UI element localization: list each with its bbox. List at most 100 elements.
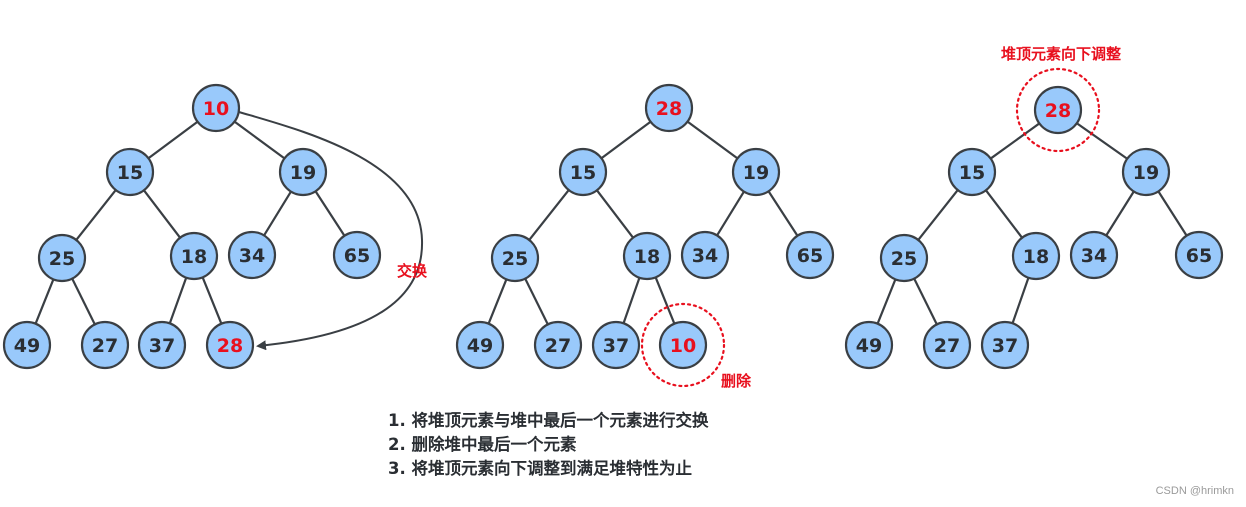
node-value: 19 bbox=[290, 162, 316, 184]
heap-node: 27 bbox=[533, 320, 583, 370]
node-circle bbox=[191, 83, 241, 133]
swap-label: 交换 bbox=[397, 262, 428, 280]
node-value: 25 bbox=[502, 248, 528, 270]
tree-edge bbox=[201, 276, 223, 325]
node-value: 18 bbox=[634, 246, 660, 268]
node-value: 65 bbox=[797, 245, 823, 267]
node-circle bbox=[455, 320, 505, 370]
node-value: 19 bbox=[1133, 162, 1159, 184]
node-value: 34 bbox=[239, 245, 265, 267]
node-value: 65 bbox=[344, 245, 370, 267]
node-circle bbox=[1033, 85, 1083, 135]
heap-node: 10 bbox=[658, 320, 708, 370]
node-circle bbox=[169, 231, 219, 281]
steps-list: 1. 将堆顶元素与堆中最后一个元素进行交换 2. 删除堆中最后一个元素 3. 将… bbox=[388, 409, 709, 481]
heap-node: 18 bbox=[622, 231, 672, 281]
heap-node: 34 bbox=[227, 230, 277, 280]
node-circle bbox=[80, 320, 130, 370]
node-circle bbox=[591, 320, 641, 370]
node-value: 10 bbox=[670, 335, 696, 357]
heap-node: 65 bbox=[785, 230, 835, 280]
heap-node: 65 bbox=[332, 230, 382, 280]
tree-edge bbox=[1105, 190, 1135, 237]
heap-node: 34 bbox=[680, 230, 730, 280]
node-circle bbox=[658, 320, 708, 370]
tree-edge bbox=[913, 278, 938, 325]
tree-edge bbox=[147, 120, 199, 160]
node-circle bbox=[332, 230, 382, 280]
heap-node: 15 bbox=[558, 147, 608, 197]
node-value: 25 bbox=[49, 248, 75, 270]
tree-edge bbox=[34, 278, 55, 325]
node-circle bbox=[980, 320, 1030, 370]
heap-node: 18 bbox=[1011, 231, 1061, 281]
step-1: 1. 将堆顶元素与堆中最后一个元素进行交换 bbox=[388, 411, 709, 430]
heap-node: 19 bbox=[1121, 147, 1171, 197]
node-circle bbox=[105, 147, 155, 197]
node-value: 10 bbox=[203, 98, 229, 120]
node-value: 28 bbox=[217, 335, 243, 357]
node-circle bbox=[922, 320, 972, 370]
tree-edge bbox=[767, 190, 799, 237]
node-value: 25 bbox=[891, 248, 917, 270]
node-value: 18 bbox=[181, 246, 207, 268]
node-value: 49 bbox=[14, 335, 40, 357]
node-circle bbox=[680, 230, 730, 280]
heap-node: 15 bbox=[947, 147, 997, 197]
adjust-down-label: 堆顶元素向下调整 bbox=[1001, 45, 1121, 63]
node-circle bbox=[731, 147, 781, 197]
tree-edge bbox=[622, 277, 641, 324]
tree-edge bbox=[263, 191, 292, 236]
node-value: 27 bbox=[934, 335, 960, 357]
tree-edge bbox=[716, 191, 745, 236]
node-value: 15 bbox=[959, 162, 985, 184]
node-circle bbox=[947, 147, 997, 197]
delete-highlight-ring bbox=[640, 302, 726, 388]
heap-node: 28 bbox=[1033, 85, 1083, 135]
node-circle bbox=[558, 147, 608, 197]
heap-node: 25 bbox=[879, 233, 929, 283]
delete-label: 删除 bbox=[721, 372, 752, 390]
node-circle bbox=[533, 320, 583, 370]
node-value: 34 bbox=[1081, 245, 1107, 267]
tree-edge bbox=[1076, 122, 1128, 160]
tree-edge bbox=[143, 189, 181, 239]
tree-edge bbox=[314, 190, 346, 237]
node-circle bbox=[1121, 147, 1171, 197]
tree-edge bbox=[528, 189, 570, 241]
node-value: 49 bbox=[467, 335, 493, 357]
tree-edge bbox=[524, 278, 549, 325]
node-circle bbox=[785, 230, 835, 280]
node-circle bbox=[1011, 231, 1061, 281]
tree-edge bbox=[233, 120, 286, 160]
adjust-highlight-ring bbox=[1015, 67, 1101, 153]
node-circle bbox=[644, 83, 694, 133]
node-value: 37 bbox=[603, 335, 629, 357]
node-circle bbox=[137, 320, 187, 370]
heap-node: 37 bbox=[137, 320, 187, 370]
node-circle bbox=[227, 230, 277, 280]
node-circle bbox=[37, 233, 87, 283]
heap-node: 34 bbox=[1069, 230, 1119, 280]
heap-node: 49 bbox=[455, 320, 505, 370]
node-value: 37 bbox=[992, 335, 1018, 357]
tree-edge bbox=[990, 122, 1040, 160]
node-value: 37 bbox=[149, 335, 175, 357]
tree-edge bbox=[168, 277, 188, 324]
node-value: 15 bbox=[117, 162, 143, 184]
node-value: 18 bbox=[1023, 246, 1049, 268]
heap-node: 18 bbox=[169, 231, 219, 281]
heap-node: 25 bbox=[37, 233, 87, 283]
node-value: 28 bbox=[656, 98, 682, 120]
heap-node: 49 bbox=[2, 320, 52, 370]
heap-node: 15 bbox=[105, 147, 155, 197]
tree-edge bbox=[600, 120, 652, 160]
tree-edge bbox=[985, 189, 1023, 239]
node-circle bbox=[879, 233, 929, 283]
node-value: 27 bbox=[545, 335, 571, 357]
node-circle bbox=[622, 231, 672, 281]
tree-edge bbox=[487, 278, 508, 325]
heap-node: 28 bbox=[644, 83, 694, 133]
heap-node: 65 bbox=[1174, 230, 1224, 280]
